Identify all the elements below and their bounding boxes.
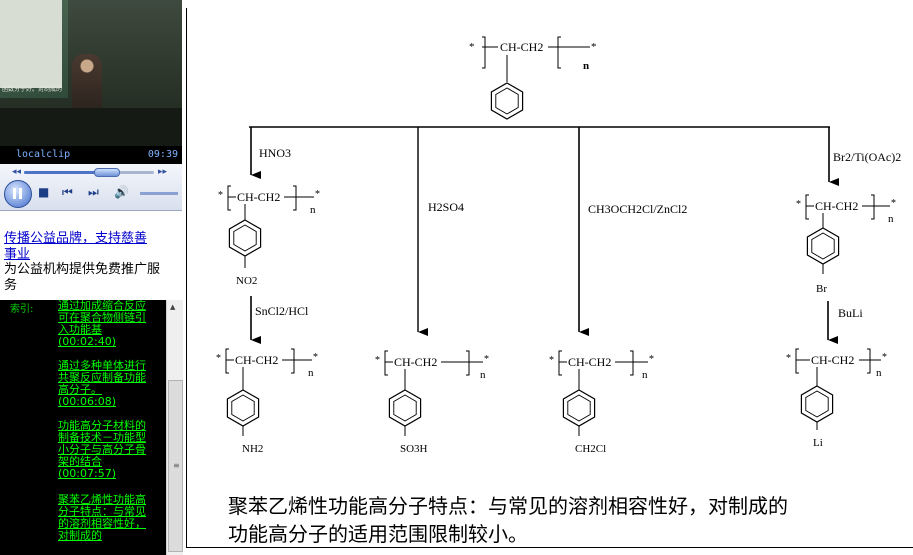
index-item-time: (00:07:57) <box>58 467 116 480</box>
index-item[interactable]: 通过多种单体进行共聚反应制备功能高分子。 (00:06:08) <box>58 360 146 408</box>
star-right: * <box>315 189 320 200</box>
player-panel: 函数分子好。对制成的 localclip 09:39 ◂◂ ▸▸ ■ ⏮ ⏭ 🔊… <box>0 0 183 555</box>
chapter-index: 索引: 通过加成缩合反应可在聚合物侧链引入功能基 (00:02:40) 通过多种… <box>0 300 166 555</box>
seek-forward-icon[interactable]: ▸▸ <box>158 167 168 177</box>
board-text: 函数分子好。对制成的 <box>2 86 63 93</box>
scroll-thumb[interactable]: ≡ <box>168 380 183 552</box>
lithio-polystyrene: * CH-CH2 * n Li <box>786 348 887 449</box>
star-left: * <box>796 199 801 210</box>
seek-back-icon[interactable]: ◂◂ <box>12 167 22 177</box>
top-chain: CH-CH2 <box>500 40 543 54</box>
reagent-reduction: SnCl2/HCl <box>255 304 309 318</box>
desk <box>0 108 182 146</box>
repeat-n: n <box>876 367 882 379</box>
index-item-time: (00:06:08) <box>58 395 116 408</box>
slide-bottom-border <box>186 547 913 548</box>
lecturer <box>72 54 102 114</box>
projection-screen <box>0 0 62 88</box>
ad-link[interactable]: 传播公益品牌，支持慈善事业 <box>4 231 148 262</box>
index-item-title: 聚苯乙烯性功能高分子特点：与常见的溶剂相容性好，对制成的 <box>58 493 146 542</box>
star-right: * <box>649 354 654 365</box>
bromo-polystyrene: * CH-CH2 * n Br <box>796 194 896 295</box>
top-star-right: * <box>591 41 597 53</box>
amino-polystyrene: * CH-CH2 * n NH2 <box>216 348 318 455</box>
star-left: * <box>216 353 221 364</box>
index-item[interactable]: 聚苯乙烯性功能高分子特点：与常见的溶剂相容性好，对制成的 <box>58 494 146 542</box>
seek-progress <box>24 171 102 174</box>
repeat-n: n <box>308 367 314 379</box>
stop-button[interactable]: ■ <box>38 185 50 199</box>
reaction-diagram: * CH-CH2 * n HNO3 H2SO4 CH3OCH2Cl/ZnCl2 … <box>216 36 901 455</box>
chain-label: CH-CH2 <box>237 190 280 204</box>
reagent-h2so4: H2SO4 <box>428 200 464 214</box>
caption-line-1: 聚苯乙烯性功能高分子特点：与常见的溶剂相容性好，对制成的 <box>228 494 788 518</box>
seek-thumb[interactable] <box>94 168 120 177</box>
star-right: * <box>313 352 318 363</box>
top-n: n <box>583 60 589 72</box>
substituent-so3h: SO3H <box>400 443 428 455</box>
reagent-buli: BuLi <box>838 306 863 320</box>
chain-label: CH-CH2 <box>815 199 858 213</box>
volume-slider[interactable] <box>140 192 178 195</box>
chain-label: CH-CH2 <box>811 353 854 367</box>
substituent-br: Br <box>816 283 827 295</box>
star-left: * <box>375 355 380 366</box>
substituent-li: Li <box>813 437 823 449</box>
top-star-left: * <box>469 41 475 53</box>
scroll-up-icon[interactable]: ▲ <box>170 303 176 311</box>
slide-left-border <box>186 8 187 548</box>
repeat-n: n <box>642 369 648 381</box>
star-right: * <box>484 354 489 365</box>
sulfonic-polystyrene: * CH-CH2 * n SO3H <box>375 350 489 455</box>
star-left: * <box>549 355 554 366</box>
reagent-hno3: HNO3 <box>259 146 291 160</box>
index-item-title: 功能高分子材料的制备技术－功能型小分子与高分子骨架的结合 <box>58 419 146 468</box>
volume-icon[interactable]: 🔊 <box>114 185 129 199</box>
pause-icon <box>13 188 16 199</box>
index-scrollbar[interactable]: ▲ ≡ <box>166 300 183 555</box>
top-polystyrene: * CH-CH2 * n <box>469 36 597 120</box>
scroll-grip-icon: ≡ <box>173 461 180 470</box>
clip-time: 09:39 <box>147 149 178 160</box>
nitro-polystyrene: * CH-CH2 * n NO2 <box>218 185 320 287</box>
lecture-slide: * CH-CH2 * n HNO3 H2SO4 CH3OCH2Cl/ZnCl2 … <box>186 0 913 555</box>
ad-description: 为公益机构提供免费推广服务 <box>4 262 161 293</box>
seek-bar[interactable] <box>24 168 154 177</box>
star-left: * <box>786 353 791 364</box>
clip-name: localclip <box>16 149 71 160</box>
reagent-chloromethyl: CH3OCH2Cl/ZnCl2 <box>588 202 687 216</box>
index-item-time: (00:02:40) <box>58 335 116 348</box>
repeat-n: n <box>480 369 486 381</box>
caption-line-2: 功能高分子的适用范围限制较小。 <box>228 522 528 546</box>
reagent-bromination: Br2/Ti(OAc)2 <box>833 150 901 164</box>
previous-button[interactable]: ⏮ <box>62 185 73 199</box>
index-item-title: 通过加成缩合反应可在聚合物侧链引入功能基 <box>58 300 146 336</box>
index-label: 索引: <box>10 304 34 315</box>
pause-button[interactable] <box>4 180 32 208</box>
index-item[interactable]: 通过加成缩合反应可在聚合物侧链引入功能基 (00:02:40) <box>58 300 146 348</box>
player-controls: ◂◂ ▸▸ ■ ⏮ ⏭ 🔊 <box>0 164 182 211</box>
chloromethyl-polystyrene: * CH-CH2 * n CH2Cl <box>549 350 654 455</box>
repeat-n: n <box>888 213 894 225</box>
substituent-no2: NO2 <box>236 275 257 287</box>
clip-info-bar: localclip 09:39 <box>0 146 182 164</box>
substituent-ch2cl: CH2Cl <box>575 443 606 455</box>
star-right: * <box>891 198 896 209</box>
index-item-title: 通过多种单体进行共聚反应制备功能高分子。 <box>58 359 146 396</box>
blackboard: 函数分子好。对制成的 <box>0 0 68 98</box>
repeat-n: n <box>310 204 316 216</box>
star-left: * <box>218 190 223 201</box>
next-button[interactable]: ⏭ <box>88 185 99 199</box>
video-frame[interactable]: 函数分子好。对制成的 <box>0 0 182 146</box>
chain-label: CH-CH2 <box>568 355 611 369</box>
substituent-nh2: NH2 <box>242 443 263 455</box>
chain-label: CH-CH2 <box>394 355 437 369</box>
slide-caption: 聚苯乙烯性功能高分子特点：与常见的溶剂相容性好，对制成的 功能高分子的适用范围限… <box>228 492 913 548</box>
chain-label: CH-CH2 <box>235 353 278 367</box>
star-right: * <box>882 352 887 363</box>
index-item[interactable]: 功能高分子材料的制备技术－功能型小分子与高分子骨架的结合 (00:07:57) <box>58 420 146 480</box>
